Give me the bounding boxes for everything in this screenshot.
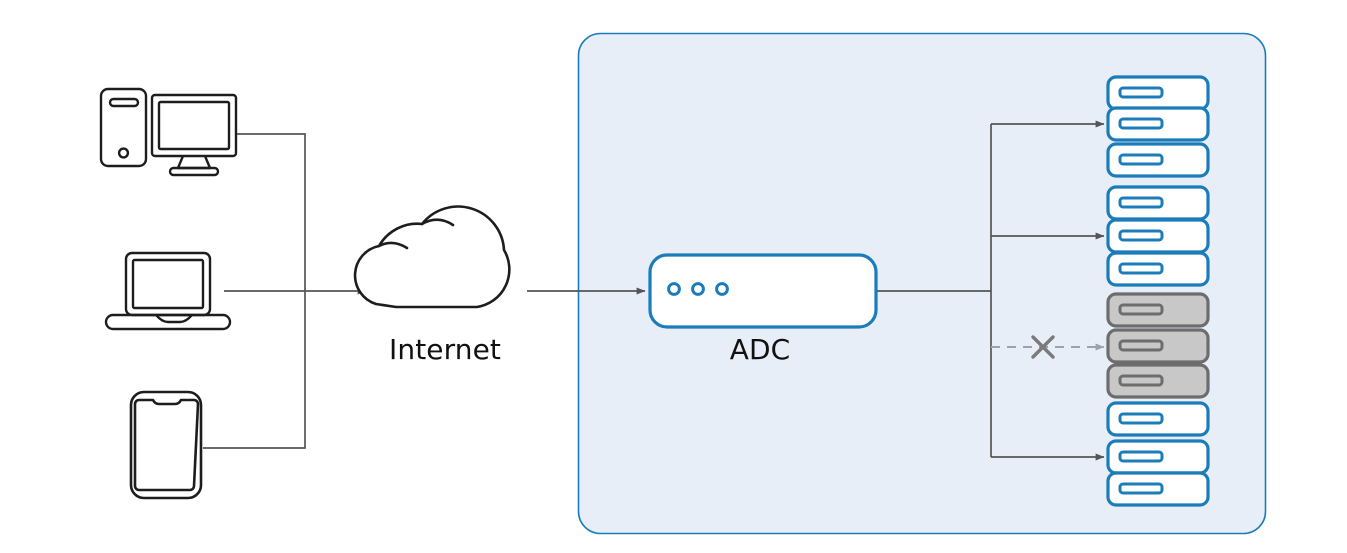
server-slot (1118, 229, 1164, 242)
desktop-to-collector (237, 133, 306, 291)
cloud-icon (353, 205, 511, 309)
server-unit[interactable] (1106, 401, 1210, 437)
datacenter-panel (577, 32, 1267, 535)
server-unit[interactable] (1106, 439, 1210, 475)
adc-indicator-2 (691, 282, 705, 296)
laptop-icon (104, 251, 232, 331)
server-unit[interactable] (1106, 75, 1210, 111)
server-group-4[interactable] (1106, 401, 1210, 507)
server-unit-offline[interactable] (1106, 363, 1210, 399)
server-slot (1118, 196, 1164, 209)
server-slot (1118, 117, 1164, 130)
server-slot (1118, 374, 1164, 387)
server-slot (1118, 262, 1164, 275)
smartphone-icon (129, 390, 203, 500)
server-unit[interactable] (1106, 251, 1210, 287)
server-slot (1118, 339, 1164, 352)
server-group-1[interactable] (1106, 75, 1210, 178)
client-connectors (203, 133, 367, 449)
server-slot (1118, 482, 1164, 495)
server-unit[interactable] (1106, 142, 1210, 178)
server-slot (1118, 412, 1164, 425)
adc-indicator-1 (667, 282, 681, 296)
network-appliance-icon (648, 253, 878, 329)
adc-indicator-3 (715, 282, 729, 296)
server-unit[interactable] (1106, 185, 1210, 221)
internet-label: Internet (389, 333, 501, 366)
server-unit[interactable] (1106, 106, 1210, 142)
adc-label: ADC (729, 333, 791, 366)
server-group-3[interactable] (1106, 292, 1210, 399)
server-slot (1118, 450, 1164, 463)
server-unit-offline[interactable] (1106, 328, 1210, 364)
smartphone-to-collector (203, 291, 306, 449)
server-slot (1118, 303, 1164, 316)
server-unit[interactable] (1106, 218, 1210, 254)
desktop-computer-icon (99, 87, 238, 177)
server-group-2[interactable] (1106, 185, 1210, 287)
x-mark (1031, 335, 1055, 359)
server-unit-offline[interactable] (1106, 292, 1210, 328)
server-unit[interactable] (1106, 471, 1210, 507)
server-slot (1118, 86, 1164, 99)
server-slot (1118, 153, 1164, 166)
server-connectors (877, 120, 1105, 461)
